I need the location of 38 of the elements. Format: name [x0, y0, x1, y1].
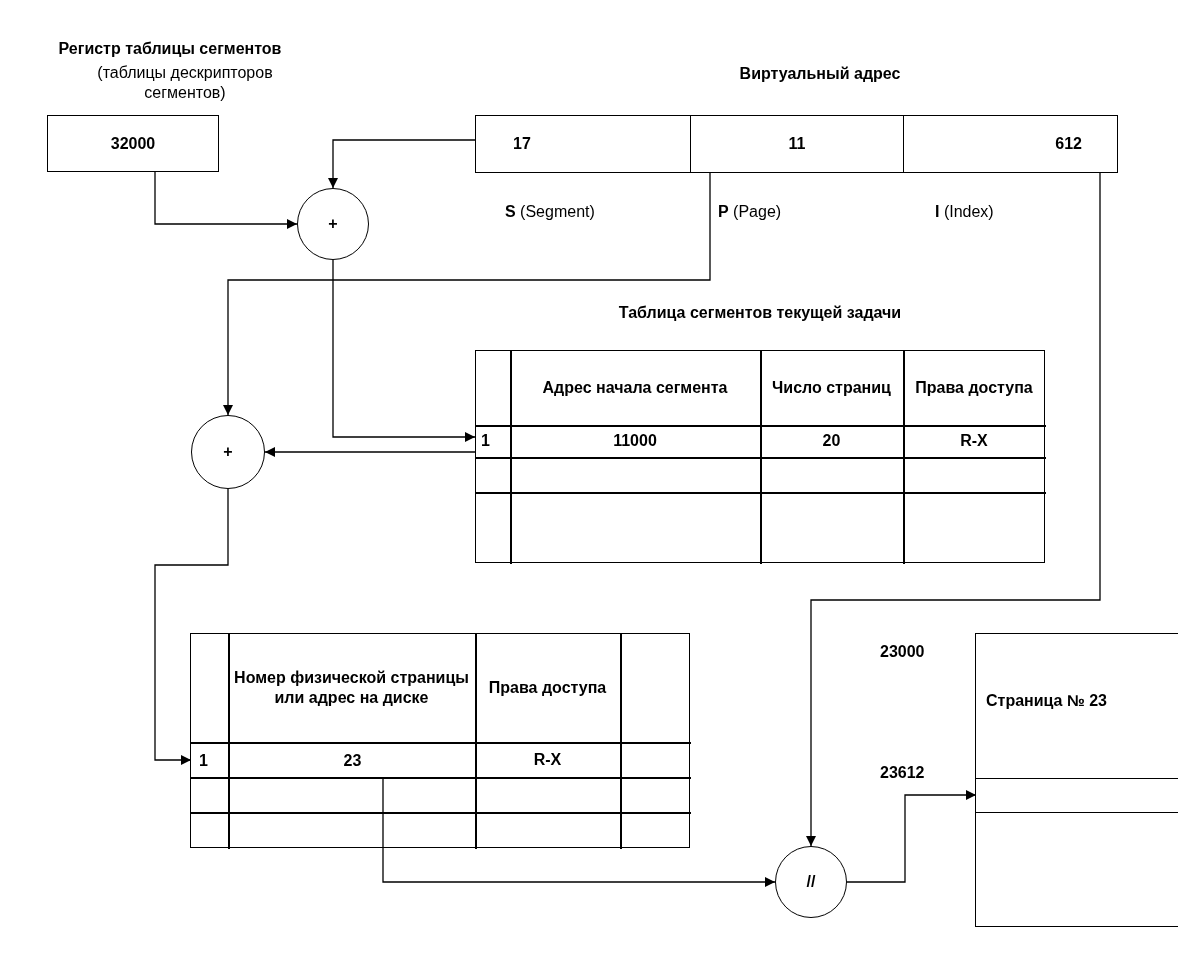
- register-box: 32000: [47, 115, 219, 172]
- column-header: Права доступа: [487, 677, 608, 698]
- row-number: 1: [475, 425, 510, 457]
- register-subtitle: (таблицы дескрипторов сегментов): [96, 63, 274, 103]
- table-cell-text: 20: [821, 431, 842, 451]
- page-label: Страница № 23: [986, 691, 1108, 711]
- arrow: [332, 259, 476, 442]
- table-cell-text: R-X: [959, 431, 989, 451]
- arrow: [223, 172, 711, 416]
- arrow: [846, 790, 977, 883]
- column-header: Номер физической страницы или адрес на диске: [233, 667, 470, 708]
- address-label: 23000: [880, 642, 926, 662]
- arrow: [264, 447, 476, 457]
- address-field: 612: [903, 115, 1118, 173]
- field-caption: S (Segment): [505, 202, 596, 222]
- arrow: [328, 139, 476, 189]
- field-caption: I (Index): [935, 202, 995, 222]
- row-number: 1: [191, 743, 229, 778]
- arrow: [154, 488, 229, 765]
- arrow: [382, 777, 776, 887]
- memory-cell: [976, 778, 1178, 813]
- address-field: 11: [690, 115, 903, 173]
- page-table: [190, 633, 690, 848]
- column-header: Число страниц: [771, 377, 892, 398]
- column-header: Права доступа: [914, 377, 1034, 398]
- address-field: 17: [475, 115, 690, 173]
- register-title: Регистр таблицы сегментов: [57, 39, 283, 59]
- address-label: 23612: [880, 763, 926, 783]
- column-header: Адрес начала сегмента: [541, 377, 729, 398]
- table-title: Таблица сегментов текущей задачи: [617, 303, 903, 323]
- field-caption: P (Page): [718, 202, 783, 222]
- memory-page: [975, 633, 1178, 927]
- address-title: Виртуальный адрес: [738, 64, 902, 84]
- arrow: [806, 172, 1101, 847]
- table-cell: 23: [229, 743, 476, 778]
- table-cell: 11000: [510, 425, 760, 457]
- table-cell-text: R-X: [532, 749, 563, 770]
- arrow: [154, 171, 298, 229]
